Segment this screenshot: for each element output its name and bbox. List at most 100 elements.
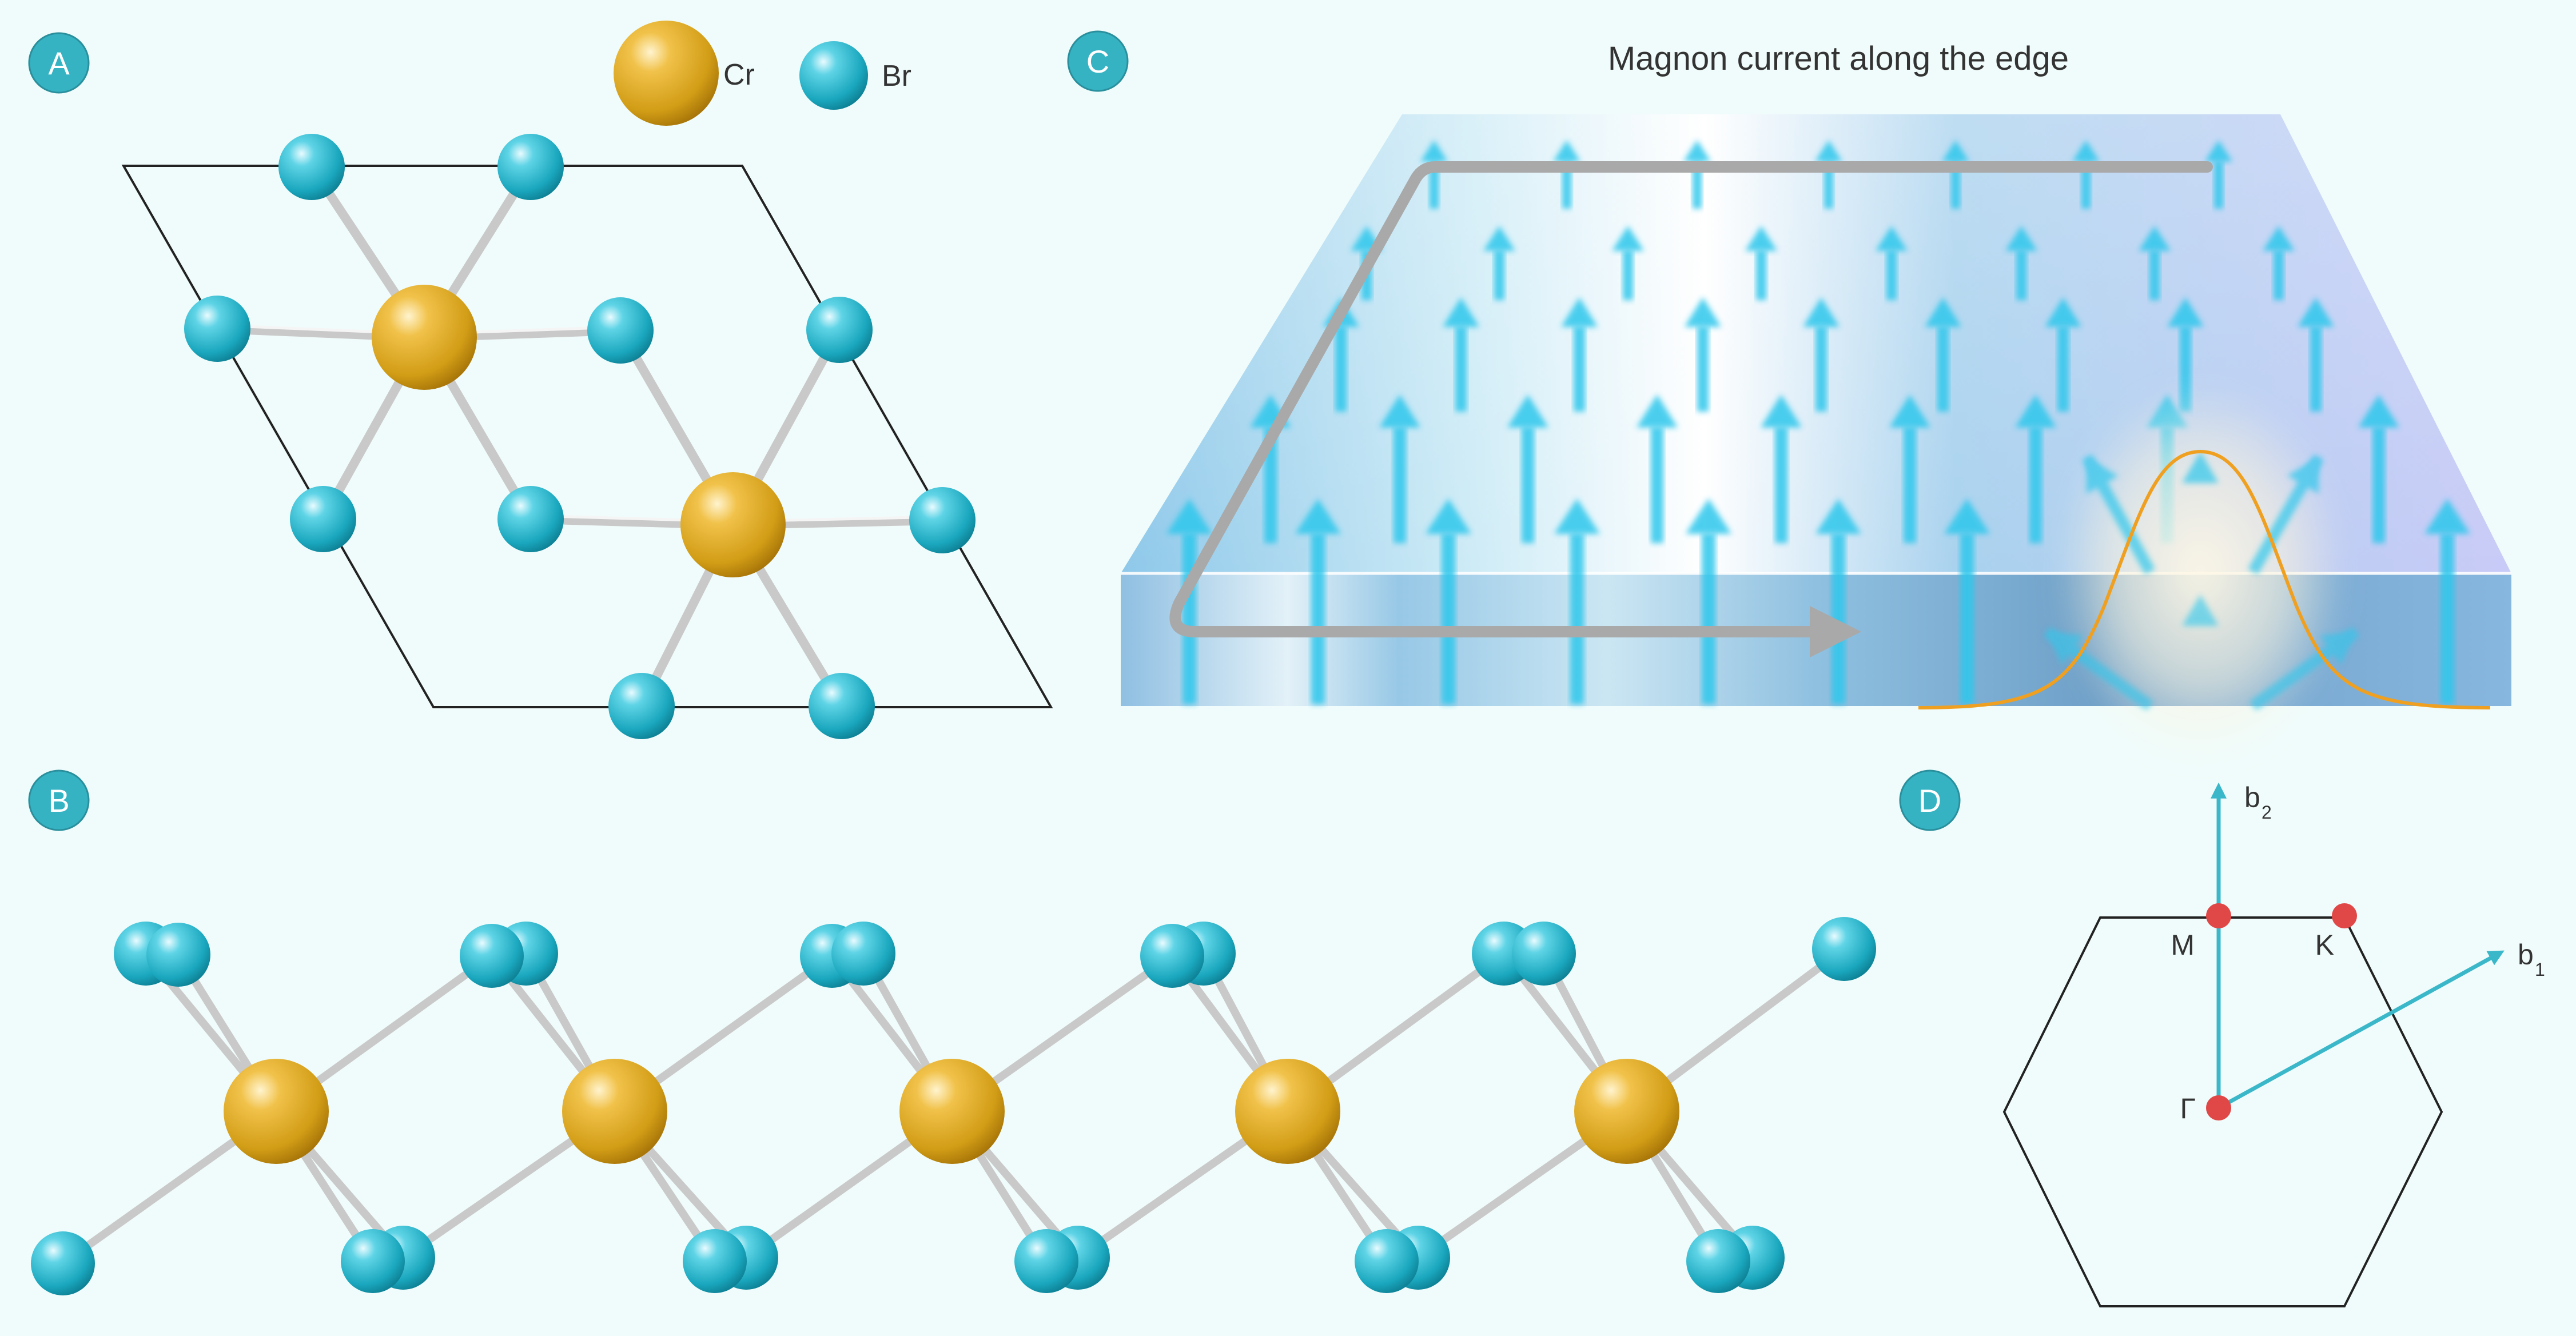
spin-arrow <box>1761 394 1802 543</box>
precessing-spin-arrows <box>2044 452 2359 749</box>
spin-arrows <box>1166 140 2470 704</box>
cr-atoms-top-view <box>372 285 786 577</box>
br-atom <box>1686 1229 1750 1293</box>
precessing-spin-arrow <box>2082 454 2155 575</box>
k-point <box>2332 903 2357 928</box>
spin-arrow <box>1443 297 1479 412</box>
spin-arrow <box>2298 297 2334 412</box>
panel-d: D Γ M K b 2 b 1 <box>1899 769 2545 1307</box>
m-point <box>2206 903 2231 928</box>
m-label: M <box>2171 929 2195 961</box>
b1-label: b 1 <box>2518 939 2545 980</box>
gamma-point <box>2206 1095 2231 1120</box>
unit-cell-outline <box>121 165 1053 708</box>
cr-legend-label: Cr <box>723 58 755 91</box>
precessing-spin-arrow <box>2248 454 2324 575</box>
spin-arrow <box>2424 498 2470 704</box>
panel-b-label: B <box>48 783 69 819</box>
spin-arrow <box>1685 297 1721 412</box>
cr-atom <box>899 1059 1005 1164</box>
spin-arrow <box>1944 498 1990 704</box>
b1-label-base: b <box>2518 939 2534 971</box>
panel-a-badge: A <box>28 32 90 94</box>
br-atom <box>497 134 564 200</box>
spin-arrow <box>1561 297 1598 412</box>
br-legend-label: Br <box>882 59 911 93</box>
atom-legend: Cr Br <box>614 21 911 126</box>
spin-arrow <box>1745 226 1777 300</box>
panel-c-label: C <box>1086 43 1109 79</box>
cr-atom <box>224 1059 329 1164</box>
edge-magnon-current-path <box>1169 161 2213 657</box>
spin-arrow <box>2005 226 2037 300</box>
br-atom <box>341 1229 405 1293</box>
spin-arrow <box>1612 226 1644 300</box>
br-atom <box>806 297 873 363</box>
spin-arrow <box>1483 226 1515 300</box>
cr-legend-icon <box>614 21 719 126</box>
precessing-spin-arrow <box>2044 627 2153 711</box>
spin-arrow <box>1686 498 1731 704</box>
spin-arrow <box>2205 140 2232 209</box>
panel-c-title: Magnon current along the edge <box>1608 40 2069 77</box>
spin-arrow <box>2015 394 2056 543</box>
br-atom <box>1355 1229 1419 1293</box>
panel-c: C Magnon current along the edge <box>1067 30 2511 760</box>
br-atom <box>290 486 356 552</box>
b2-label: b 2 <box>2244 781 2272 823</box>
cr-atom <box>1574 1059 1679 1164</box>
spin-arrow <box>1379 394 1420 543</box>
spin-arrow <box>2139 226 2171 300</box>
br-atom <box>497 486 564 552</box>
spin-arrow <box>1554 498 1600 704</box>
cr-atom <box>372 285 477 390</box>
current-arrowhead <box>1810 606 1861 657</box>
spin-arrow <box>2358 394 2399 543</box>
br-atom <box>460 924 524 988</box>
magnon-wavepacket <box>1918 383 2491 760</box>
current-path <box>1169 161 2213 637</box>
b2-label-subscript: 2 <box>2262 802 2272 823</box>
spin-arrow <box>2045 297 2081 412</box>
cr-atom <box>562 1059 667 1164</box>
spin-arrow <box>1426 498 1471 704</box>
br-atoms-top-view <box>184 134 976 739</box>
panel-c-badge: C <box>1067 30 1129 92</box>
panel-a-label: A <box>48 45 70 81</box>
gamma-label: Γ <box>2180 1092 2196 1124</box>
precessing-spin-arrow <box>2182 595 2219 709</box>
panel-b: B <box>28 769 1876 1295</box>
br-atom <box>809 673 875 739</box>
br-atom <box>184 296 250 362</box>
side-view-cr-atoms <box>224 1059 1679 1164</box>
panel-d-badge: D <box>1899 769 1961 831</box>
spin-arrow <box>1166 498 1212 704</box>
spin-arrow <box>1637 394 1678 543</box>
k-label: K <box>2315 929 2334 961</box>
b1-label-subscript: 1 <box>2535 959 2545 980</box>
spin-arrow <box>1876 226 1908 300</box>
gaussian-envelope <box>1918 449 2491 709</box>
cr-atom <box>1235 1059 1340 1164</box>
spin-arrow <box>1295 498 1341 704</box>
br-atom <box>1512 922 1576 986</box>
precessing-spin-arrow <box>2249 627 2359 711</box>
br-atom <box>831 922 895 986</box>
br-atom <box>278 134 345 200</box>
br-atom <box>31 1231 95 1295</box>
lattice-bonds <box>213 162 947 711</box>
br-atom <box>1140 924 1204 988</box>
panel-a: A <box>28 21 1053 739</box>
spin-arrow <box>2263 226 2295 300</box>
b1-vector <box>2217 950 2505 1110</box>
br-atom <box>909 487 976 553</box>
panel-d-label: D <box>1918 783 1941 819</box>
spin-arrow <box>1889 394 1930 543</box>
b2-label-base: b <box>2244 781 2260 813</box>
br-atom <box>146 923 210 987</box>
spin-arrow <box>1925 297 1961 412</box>
br-legend-icon <box>799 41 868 110</box>
br-atom <box>608 673 675 739</box>
panel-b-badge: B <box>28 769 90 831</box>
spin-arrow <box>1803 297 1840 412</box>
